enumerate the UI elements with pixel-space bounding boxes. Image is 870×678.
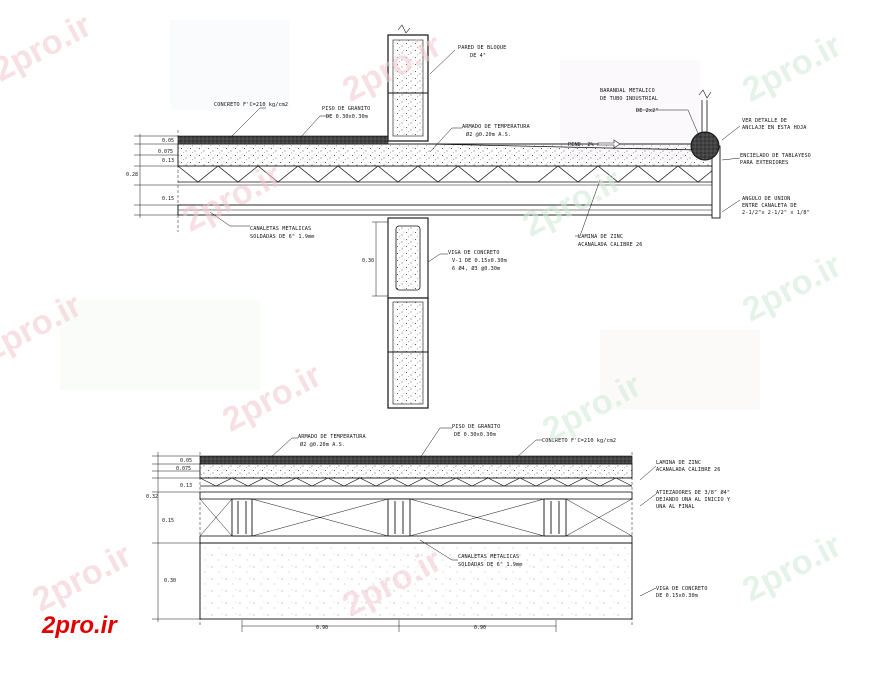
granite-floor-top [177, 135, 389, 145]
watermark: 2pro.ir [736, 526, 847, 609]
dim-top-2: 0.13 [162, 158, 174, 164]
label-b-viga-2: DE 0.15x0.30m [656, 593, 698, 599]
label-encielado-2: PARA EXTERIORES [740, 160, 788, 166]
label-b-piso-2: DE 0.30x0.30m [454, 432, 496, 438]
zinc-deck-bottom [199, 477, 633, 487]
dim-top-0: 0.05 [162, 138, 174, 144]
dim-bot-5: 0.30 [164, 578, 176, 584]
channel-top-flange [199, 491, 633, 500]
concrete-beam-bottom [199, 542, 633, 620]
bottom-dimension-ticks [152, 452, 557, 632]
bottom-leader-lines [269, 427, 657, 597]
label-lamina-1: LAMINA DE ZINC [578, 234, 623, 240]
label-angulo-2: ENTRE CANALETA DE [742, 203, 797, 209]
label-piso-2: DE 0.30x0.30m [326, 114, 368, 120]
watermark: 2pro.ir [736, 246, 847, 329]
label-lamina-2: ACANALADA CALIBRE 26 [578, 242, 642, 248]
label-b-piso-1: PISO DE GRANITO [452, 424, 500, 430]
watermark: 2pro.ir [536, 366, 647, 449]
dim-top-4: 0.15 [162, 196, 174, 202]
bottom-labels: ARMADO DE TEMPERATURA Ø2 @0.20m A.S. PIS… [146, 424, 731, 631]
label-b-armado-1: ARMADO DE TEMPERATURA [298, 434, 366, 440]
slope-arrow [597, 139, 621, 149]
label-armado-2: Ø2 @0.20m A.S. [466, 131, 511, 138]
label-b-atiez-3: UNA AL FINAL [656, 504, 695, 510]
label-ver-2: ANCLAJE EN ESTA HOJA [742, 125, 807, 131]
zinc-deck-top [177, 165, 719, 183]
label-canaletas-1: CANALETAS METALICAS [250, 226, 311, 232]
label-armado-1: ARMADO DE TEMPERATURA [462, 124, 530, 130]
label-viga-1: VIGA DE CONCRETO [448, 250, 500, 256]
top-dimension-ticks [134, 134, 388, 297]
dim-top-5: 0.30 [362, 258, 374, 264]
label-b-concreto: CONCRETO F'C=210 kg/cm2 [542, 438, 616, 444]
label-b-canaletas-2: SOLDADAS DE 6" 1.9mm [458, 562, 522, 568]
brand-logo-text: 2pro.ir [42, 612, 117, 639]
label-piso-1: PISO DE GRANITO [322, 106, 370, 112]
dim-bot-3: 0.32 [146, 494, 158, 500]
label-pared-2: DE 4" [470, 53, 486, 59]
dim-top-1: 0.075 [158, 149, 173, 155]
label-ver-1: VER DETALLE DE [742, 118, 787, 124]
label-b-lamina-2: ACANALADA CALIBRE 26 [656, 467, 720, 473]
label-barandal-3: DE 2x2" [636, 108, 659, 114]
watermark: 2pro.ir [516, 161, 627, 244]
bottom-section-detail [152, 427, 657, 632]
label-angulo-3: 2-1/2"x 2-1/2" x 1/8" [742, 210, 810, 216]
dim-bot-0: 0.05 [180, 458, 192, 464]
top-labels: PARED DE BLOQUE DE 4" CONCRETO F'C=210 k… [126, 45, 811, 272]
dim-top-3: 0.28 [126, 172, 138, 178]
block-wall-lower [387, 297, 429, 409]
label-b-atiez-2: DEJANDO UNA AL INICIO Y [656, 497, 731, 503]
label-b-atiez-1: ATIEZADORES DE 3/8" Ø4" [656, 489, 730, 496]
label-b-lamina-1: LAMINA DE ZINC [656, 460, 701, 466]
label-pared-1: PARED DE BLOQUE [458, 45, 506, 51]
dim-bot-6: 0.90 [316, 625, 328, 631]
stiffeners [231, 498, 567, 537]
label-canaletas-2: SOLDADAS DE 6" 1.9mm [250, 234, 314, 240]
label-viga-3: 6 Ø4, Ø3 @0.30m [452, 265, 500, 272]
watermark: 2pro.ir [736, 26, 847, 109]
granite-floor-bottom [199, 455, 633, 465]
label-b-canaletas-1: CANALETAS METALICAS [458, 554, 519, 560]
label-b-armado-2: Ø2 @0.20m A.S. [300, 441, 345, 448]
top-section-detail [134, 24, 741, 409]
railing-anchor-circle [690, 131, 720, 161]
watermark: 2pro.ir [26, 536, 137, 619]
dim-bot-2: 0.13 [180, 483, 192, 489]
channel-bottom-flange [199, 535, 633, 544]
dim-bot-1: 0.075 [176, 466, 191, 472]
label-barandal-2: DE TUBO INDUSTRIAL [600, 96, 658, 102]
concrete-slab-bottom [199, 463, 633, 479]
block-wall-upper [387, 24, 429, 142]
label-b-viga-1: VIGA DE CONCRETO [656, 586, 708, 592]
label-barandal-1: BARANDAL METALICO [600, 88, 655, 94]
label-pend: PEND. 2% [568, 142, 595, 148]
label-encielado-1: ENCIELADO DE TABLAYESO [740, 153, 811, 159]
label-angulo-1: ANGULO DE UNION [742, 196, 790, 202]
top-leader-lines [209, 49, 741, 263]
concrete-beam-v1 [387, 217, 429, 299]
cross-bracing [199, 498, 633, 537]
watermark: 2pro.ir [0, 6, 98, 89]
dim-bot-4: 0.15 [162, 518, 174, 524]
label-concreto: CONCRETO F'C=210 kg/cm2 [214, 102, 288, 108]
dim-bot-7: 0.90 [474, 625, 486, 631]
label-viga-2: V-1 DE 0.15x0.30m [452, 258, 507, 264]
